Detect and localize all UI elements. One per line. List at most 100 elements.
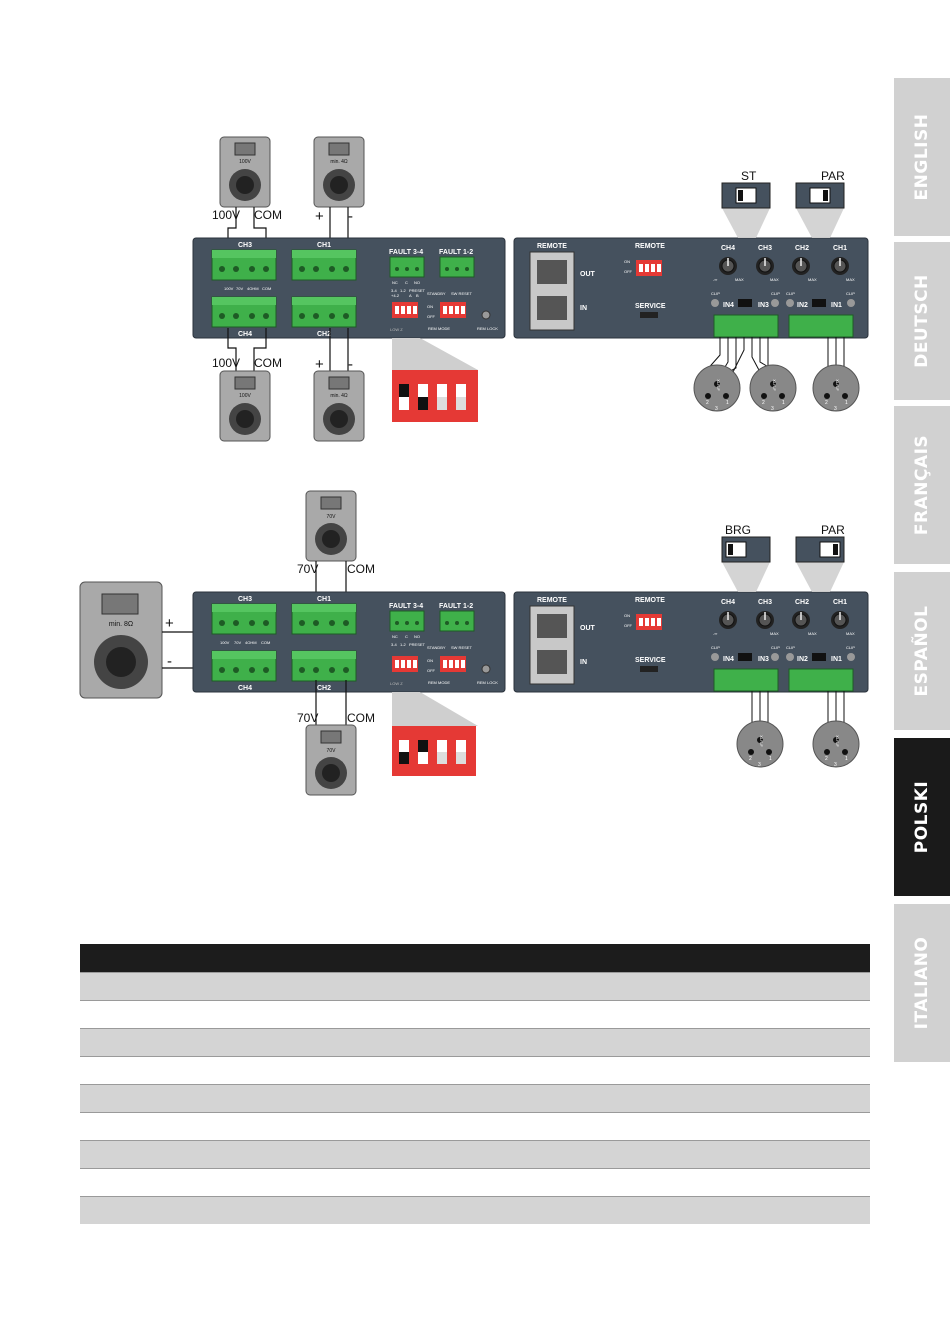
svg-text:FAULT 1-2: FAULT 1-2	[439, 249, 473, 256]
svg-text:SW RESET: SW RESET	[451, 291, 472, 296]
table-row	[80, 1056, 870, 1084]
tab-italiano[interactable]: ITALIANO	[894, 904, 950, 1062]
svg-text:+4-2: +4-2	[391, 293, 400, 298]
svg-text:SERVICE: SERVICE	[635, 657, 666, 664]
svg-text:IN: IN	[580, 305, 587, 312]
svg-text:LOW Z: LOW Z	[390, 327, 403, 332]
xlr-in3-bottom: XLR-F 2 1 3	[736, 720, 784, 768]
switch-par-2	[795, 536, 845, 563]
svg-text:SW RESET: SW RESET	[451, 645, 472, 650]
svg-text:3: 3	[834, 406, 837, 412]
svg-text:MAX: MAX	[770, 277, 779, 282]
svg-text:COM: COM	[262, 286, 271, 291]
speaker-4ohm-top: min. 4Ω	[313, 136, 365, 208]
svg-text:XLR-F: XLR-F	[835, 735, 840, 747]
amp-rear-panel-right-2: REMOTE OUT IN REMOTE ON OFF SERVICE CH4 …	[513, 591, 869, 693]
svg-text:-: -	[167, 653, 172, 670]
xlr-in1-bottom: XLR-F 2 1 3	[812, 720, 860, 768]
svg-text:CH2: CH2	[317, 685, 331, 692]
svg-text:XLR-F: XLR-F	[772, 379, 777, 391]
svg-text:70V: 70V	[297, 562, 318, 576]
svg-text:CH2: CH2	[317, 331, 331, 338]
svg-text:2: 2	[706, 400, 709, 406]
svg-text:CH4: CH4	[238, 331, 252, 338]
svg-text:1: 1	[782, 400, 785, 406]
svg-text:NC: NC	[392, 280, 398, 285]
svg-text:2: 2	[825, 400, 828, 406]
svg-text:1: 1	[726, 400, 729, 406]
svg-text:ON: ON	[427, 304, 433, 309]
tab-polski[interactable]: POLSKI	[894, 738, 950, 896]
svg-text:CH1: CH1	[317, 242, 331, 249]
wire-label: +	[315, 208, 324, 225]
svg-text:OFF: OFF	[427, 314, 436, 319]
switch-par	[795, 182, 845, 209]
svg-text:MAX: MAX	[770, 631, 779, 636]
wire-label: -	[348, 356, 353, 373]
svg-text:70V: 70V	[234, 640, 241, 645]
tab-deutsch[interactable]: DEUTSCH	[894, 242, 950, 400]
svg-text:CLIP: CLIP	[711, 645, 720, 650]
svg-text:-∞: -∞	[713, 631, 717, 636]
svg-text:CLIP: CLIP	[771, 645, 780, 650]
xlr-in4: XLR-F 2 1 3	[693, 364, 741, 412]
table-row	[80, 1084, 870, 1112]
speaker-label: 100V	[239, 159, 251, 165]
svg-text:XLR-F: XLR-F	[759, 735, 764, 747]
svg-text:IN3: IN3	[758, 302, 769, 309]
svg-text:IN4: IN4	[723, 302, 734, 309]
svg-text:-∞: -∞	[713, 277, 717, 282]
svg-text:SERVICE: SERVICE	[635, 303, 666, 310]
wire-label: -	[348, 208, 353, 225]
svg-text:CH1: CH1	[833, 599, 847, 606]
wire-label: COM	[254, 356, 282, 370]
svg-text:4OHM: 4OHM	[247, 286, 259, 291]
svg-text:3: 3	[771, 406, 774, 412]
dip-zoom-bottom	[392, 726, 476, 776]
svg-text:1: 1	[845, 756, 848, 762]
svg-text:CH3: CH3	[238, 242, 252, 249]
svg-text:COM: COM	[347, 562, 375, 576]
svg-text:OFF: OFF	[427, 668, 436, 673]
switch-brg	[721, 536, 771, 563]
top-diagram: 100V min. 4Ω 100V COM + - CH3 CH1	[192, 136, 869, 442]
svg-text:FAULT 3-4: FAULT 3-4	[389, 603, 423, 610]
svg-text:CH3: CH3	[758, 245, 772, 252]
svg-text:A: A	[409, 293, 412, 298]
table-row	[80, 1168, 870, 1196]
svg-text:OFF: OFF	[624, 623, 633, 628]
svg-text:min. 4Ω: min. 4Ω	[330, 393, 348, 399]
svg-text:ST: ST	[741, 169, 757, 183]
svg-text:3-4: 3-4	[391, 288, 398, 293]
svg-text:CLIP: CLIP	[711, 291, 720, 296]
svg-text:PRESET: PRESET	[409, 288, 426, 293]
svg-text:1: 1	[769, 756, 772, 762]
svg-text:STANDBY: STANDBY	[427, 291, 446, 296]
svg-text:MAX: MAX	[735, 277, 744, 282]
svg-text:IN1: IN1	[831, 656, 842, 663]
svg-text:70V: 70V	[297, 711, 318, 725]
tab-espanol[interactable]: ESPAÑOL	[894, 572, 950, 730]
svg-text:IN4: IN4	[723, 656, 734, 663]
svg-text:4OHM: 4OHM	[245, 640, 257, 645]
svg-text:IN1: IN1	[831, 302, 842, 309]
svg-text:CH3: CH3	[758, 599, 772, 606]
svg-text:CH4: CH4	[721, 599, 735, 606]
tab-english[interactable]: ENGLISH	[894, 78, 950, 236]
tab-francais[interactable]: FRANÇAIS	[894, 406, 950, 564]
svg-text:CLIP: CLIP	[771, 291, 780, 296]
speaker-label: min. 4Ω	[330, 159, 348, 165]
svg-text:IN3: IN3	[758, 656, 769, 663]
svg-text:COM: COM	[261, 640, 270, 645]
svg-text:CH1: CH1	[317, 596, 331, 603]
switch-st	[721, 182, 771, 209]
svg-text:3: 3	[834, 762, 837, 768]
svg-text:1-2: 1-2	[400, 288, 407, 293]
speaker-8ohm: min. 8Ω	[79, 581, 163, 699]
svg-text:NO: NO	[414, 634, 420, 639]
wire-label: COM	[254, 208, 282, 222]
svg-text:NO: NO	[414, 280, 420, 285]
svg-text:IN: IN	[580, 659, 587, 666]
svg-text:REM MODE: REM MODE	[428, 326, 450, 331]
svg-text:MAX: MAX	[808, 631, 817, 636]
